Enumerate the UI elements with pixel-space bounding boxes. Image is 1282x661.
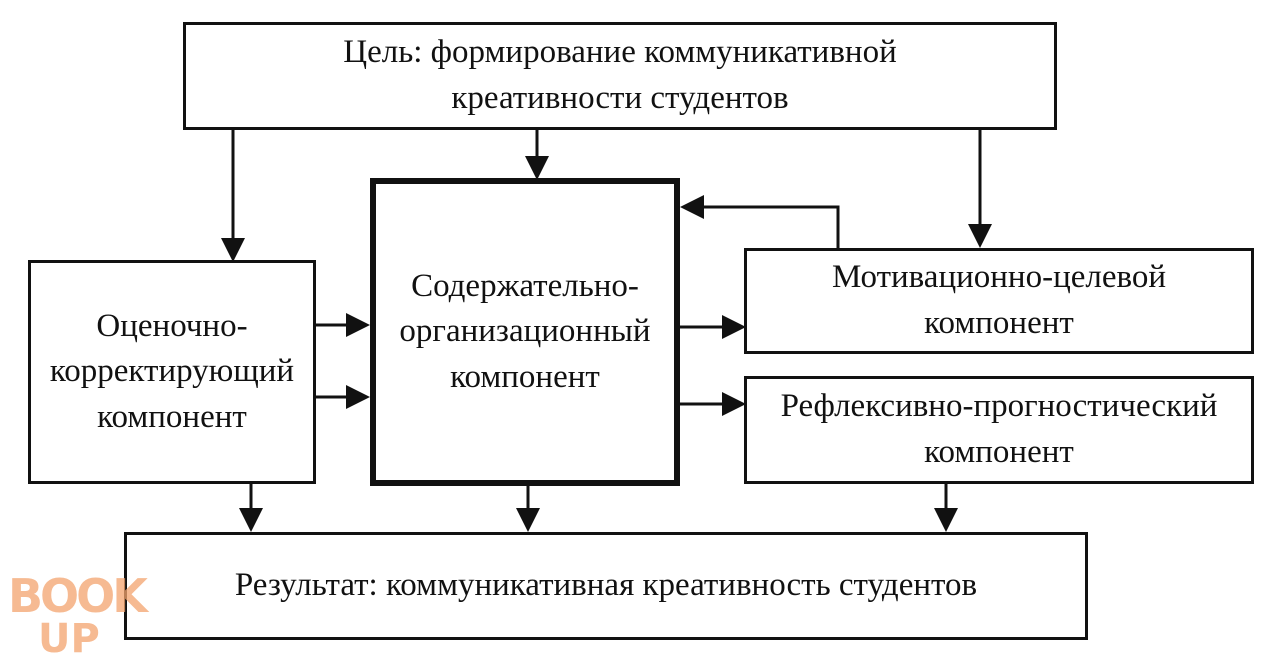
result-text: Результат: коммуникативная креативность … bbox=[234, 567, 978, 604]
watermark-line1: BOOK bbox=[8, 569, 150, 623]
evaluative-component-box: Оценочно- корректирующий компонент bbox=[28, 260, 316, 484]
content-component-text: Содержательно- организационный компонент bbox=[399, 267, 651, 395]
arrowhead-content-to-result bbox=[516, 508, 540, 532]
arrowhead-evaluative-to-result bbox=[239, 508, 263, 532]
motivational-component-text: Мотивационно-целевой компонент bbox=[831, 259, 1167, 341]
arrowhead-content-to-reflexive bbox=[722, 392, 746, 416]
goal-box: Цель: формирование коммуникативной креат… bbox=[183, 22, 1057, 130]
arrowhead-evaluative-to-content-1 bbox=[346, 313, 370, 337]
watermark-line2: UP bbox=[38, 616, 100, 654]
result-box: Результат: коммуникативная креативность … bbox=[124, 532, 1088, 640]
arrowhead-goal-to-motivational bbox=[968, 224, 992, 248]
arrowhead-motivational-to-content bbox=[680, 195, 704, 219]
bookup-watermark-logo: BOOK UP bbox=[8, 569, 153, 654]
arrowhead-reflexive-to-result bbox=[934, 508, 958, 532]
arrowhead-evaluative-to-content-2 bbox=[346, 385, 370, 409]
reflexive-component-text: Рефлексивно-прогностический компонент bbox=[780, 388, 1218, 470]
arrow-motivational-to-content bbox=[702, 205, 840, 248]
evaluative-component-text: Оценочно- корректирующий компонент bbox=[49, 307, 295, 435]
motivational-component-box: Мотивационно-целевой компонент bbox=[744, 248, 1254, 354]
arrowhead-content-to-motivational bbox=[722, 315, 746, 339]
arrowhead-goal-to-content bbox=[525, 156, 549, 180]
reflexive-component-box: Рефлексивно-прогностический компонент bbox=[744, 376, 1254, 484]
content-component-box: Содержательно- организационный компонент bbox=[370, 178, 680, 486]
goal-text: Цель: формирование коммуникативной креат… bbox=[343, 34, 897, 116]
arrowhead-goal-to-evaluative bbox=[221, 238, 245, 262]
